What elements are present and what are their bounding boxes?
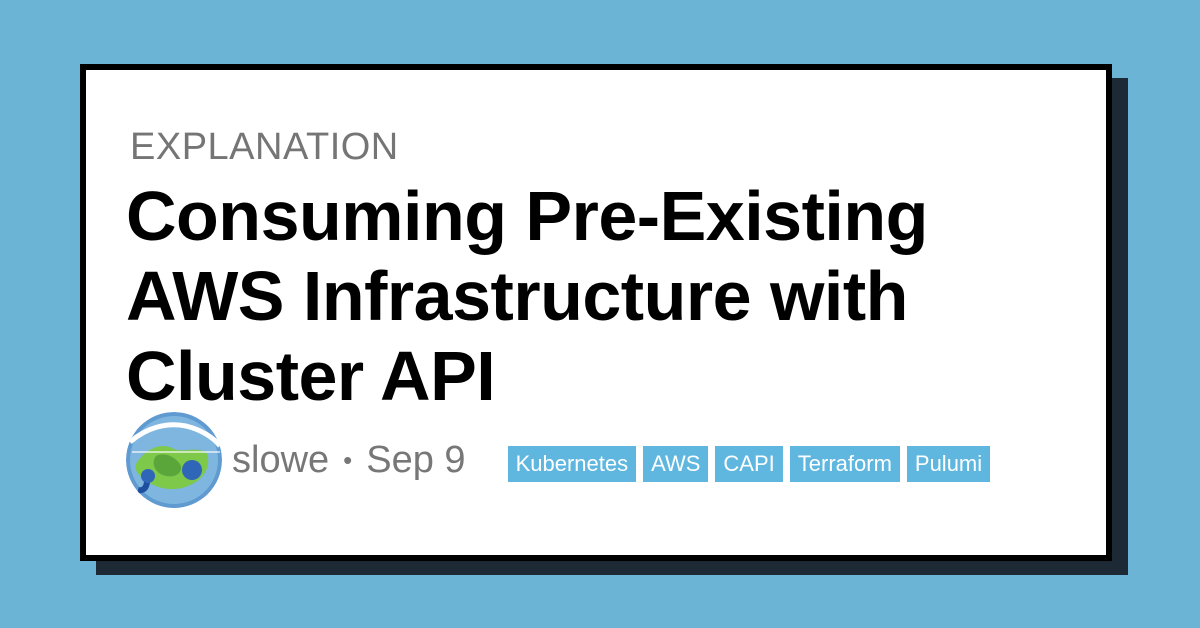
globe-illustration-icon	[126, 412, 222, 508]
post-title[interactable]: Consuming Pre-Existing AWS Infrastructur…	[126, 177, 928, 415]
tag-capi[interactable]: CAPI	[715, 446, 783, 482]
meta-separator: •	[343, 444, 353, 475]
tag-pulumi[interactable]: Pulumi	[906, 446, 991, 482]
post-date: Sep 9	[366, 438, 466, 481]
post-type-label: EXPLANATION	[130, 126, 399, 168]
author-name[interactable]: slowe	[232, 438, 330, 481]
tag-terraform[interactable]: Terraform	[789, 446, 900, 482]
post-meta: slowe • Sep 9 Kubernetes AWS CAPI Terraf…	[126, 412, 997, 508]
tag-kubernetes[interactable]: Kubernetes	[507, 446, 637, 482]
author-avatar[interactable]	[126, 412, 222, 508]
tag-aws[interactable]: AWS	[643, 446, 709, 482]
post-card[interactable]: EXPLANATION Consuming Pre-Existing AWS I…	[80, 64, 1112, 561]
tag-list: Kubernetes AWS CAPI Terraform Pulumi	[507, 446, 998, 482]
